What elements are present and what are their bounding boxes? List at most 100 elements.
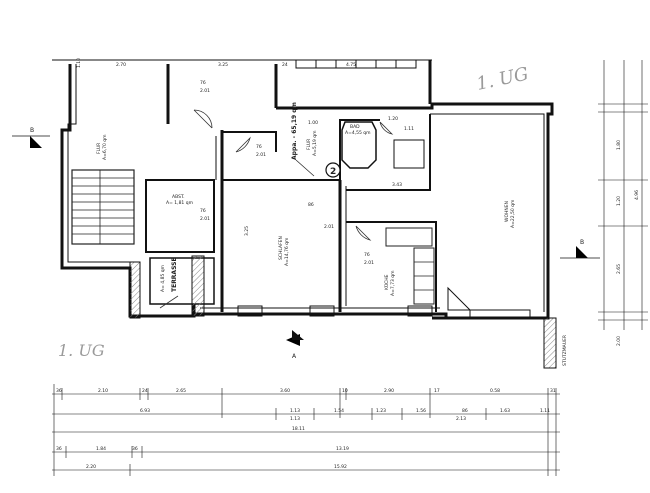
dim-label: 1.11: [404, 126, 414, 132]
dim-label: 76: [200, 80, 206, 86]
dim-label: 2.01: [324, 224, 334, 230]
dim-label: 76: [364, 252, 370, 258]
top-dimensions: 1.10 2.70 3.25 24 4.75 76 2.01 1.20: [52, 58, 432, 122]
bath-tub: [341, 121, 377, 169]
bottom-dimensions: [52, 384, 560, 476]
apartment-number: 2: [330, 167, 336, 177]
room-terrasse: TERRASSE A= 4,85 qm: [160, 257, 178, 292]
room-area: A=5,19 qm: [312, 130, 318, 156]
stutzmauer-label: STUTZMAUER: [562, 335, 568, 366]
room-name: ABST.: [172, 194, 185, 200]
dim-label: 1.56: [416, 408, 426, 414]
section-letter: A: [292, 353, 297, 360]
dim-label: 1.13: [290, 408, 300, 414]
dim-label: 1.23: [376, 408, 386, 414]
stairs: [71, 169, 135, 245]
room-kueche: KÜCHE A=7,73 qm: [383, 270, 396, 296]
bottom-dimension-labels: 36 2.10 24 2.65 3.60 10 2.90 17 0.58 31 …: [56, 388, 556, 470]
room-area: A=7,73 qm: [390, 270, 396, 296]
dim-label: 1.00: [308, 120, 318, 126]
dim-label: 76: [200, 208, 206, 214]
section-marker-a: A: [286, 330, 304, 360]
room-abst: ABST. A= 1,81 qm: [166, 194, 193, 206]
handwritten-note-bottom: 1. UG: [58, 341, 105, 360]
room-area: A= 1,81 qm: [166, 200, 193, 206]
dim-label: 76: [256, 144, 262, 150]
dim-label: 2.01: [364, 260, 374, 266]
dim-label: 1.11: [540, 408, 550, 414]
room-name: SCHLAFEN: [278, 236, 284, 260]
dim-label: 24: [282, 62, 288, 68]
room-flur-2: FLUR A=5,19 qm: [306, 130, 318, 156]
room-name: TERRASSE: [171, 257, 178, 292]
dim-label: 6.93: [140, 408, 150, 414]
section-letter: B: [580, 239, 584, 246]
right-dimensions: [598, 60, 648, 330]
dim-label: 1.80: [616, 140, 622, 150]
dim-label: 36: [132, 446, 138, 452]
dim-label: 3.43: [392, 182, 402, 188]
room-flur-1: FLUR A=6,70 qm: [96, 134, 108, 160]
room-name: FLUR: [96, 143, 102, 154]
door-swings: [159, 109, 394, 309]
dim-label: 3.25: [244, 226, 250, 236]
dim-label: 2.01: [200, 88, 210, 94]
dim-label: 2.70: [116, 62, 126, 68]
apartment-label: Appa. - 65,19 qm: [291, 102, 298, 160]
handwritten-note-top: 1. UG: [475, 63, 531, 94]
room-schlafen: SCHLAFEN A=14,76 qm: [278, 236, 290, 266]
section-marker-b-right: B: [560, 239, 600, 259]
room-bad: BAD A=4,55 qm: [345, 124, 371, 136]
room-name: FLUR: [306, 139, 312, 150]
dim-label: 2.00: [616, 336, 622, 346]
dim-label: 10: [342, 388, 348, 394]
room-area: A=14,76 qm: [284, 238, 290, 266]
inner-dimensions: 76 2.01 76 2.01 3.43 1.11 86 2.01 76 2.0…: [200, 120, 414, 266]
dim-label: 2.01: [200, 216, 210, 222]
room-area: A=6,70 qm: [102, 134, 108, 160]
room-area: A= 4,85 qm: [160, 265, 166, 292]
terrace-walls: [129, 255, 557, 369]
dim-label: 1.10: [76, 58, 82, 68]
room-name: BAD: [350, 124, 360, 130]
room-area: A=22,50 qm: [510, 200, 516, 228]
shower-tray: [393, 139, 425, 169]
dim-label: 13.19: [336, 446, 349, 452]
dim-label: 2.10: [98, 388, 108, 394]
dim-label: 2.13: [456, 416, 466, 422]
kitchen-counter: [385, 227, 435, 305]
dim-label: 4.75: [346, 62, 356, 68]
dim-label: 1.20: [388, 116, 398, 122]
dim-label: 24: [142, 388, 148, 394]
dim-label: 36: [56, 388, 62, 394]
dim-label: 2.90: [384, 388, 394, 394]
dim-label: 1.20: [616, 196, 622, 206]
dim-label: 1.63: [500, 408, 510, 414]
dim-label: 2.65: [176, 388, 186, 394]
room-name: WOHNEN: [504, 201, 510, 222]
dim-label: 3.60: [280, 388, 290, 394]
dim-label: 31: [550, 388, 556, 394]
room-name: KÜCHE: [383, 274, 390, 290]
room-area: A=4,55 qm: [345, 130, 371, 136]
dim-label: 17: [434, 388, 440, 394]
dim-label: 18.11: [292, 426, 305, 432]
dim-label: 86: [308, 202, 314, 208]
dim-label: 15.92: [334, 464, 347, 470]
dim-label: 1.54: [334, 408, 344, 414]
dim-label: 2.20: [86, 464, 96, 470]
walls: [52, 59, 554, 320]
dim-label: 0.58: [490, 388, 500, 394]
dim-label: 86: [462, 408, 468, 414]
apartment-number-circle: [325, 162, 341, 178]
dim-label: 1.13: [290, 416, 300, 422]
dim-label: 36: [56, 446, 62, 452]
dim-label: 2.65: [616, 264, 622, 274]
dim-label: 4.96: [634, 190, 640, 200]
section-marker-b-left: B: [12, 127, 50, 148]
dim-label: 2.01: [256, 152, 266, 158]
room-wohnen: WOHNEN A=22,50 qm: [504, 200, 516, 228]
section-letter: B: [30, 127, 34, 134]
dim-label: 1.84: [96, 446, 106, 452]
